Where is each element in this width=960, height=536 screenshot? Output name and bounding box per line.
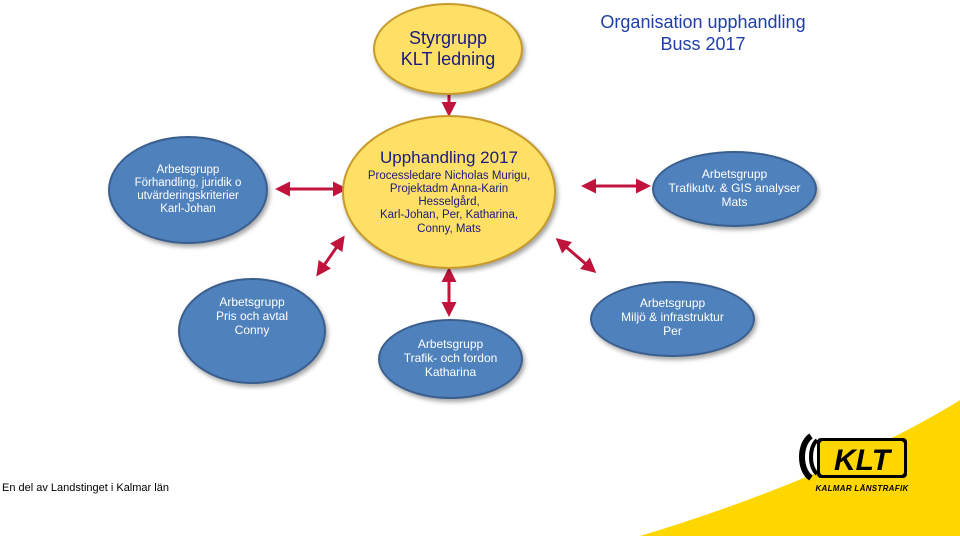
arrow-center-pris [316, 235, 345, 277]
group-line: Förhandling, juridik o [134, 176, 242, 189]
arrow-center-miljo [555, 238, 597, 273]
group-line: Mats [721, 194, 748, 209]
group-line: utvärderingskriterier [137, 190, 239, 202]
group-line: Trafikutv. & GIS analyser [668, 181, 801, 196]
arbetsgrupp-trafikutv-oval: Arbetsgrupp Trafikutv. & GIS analyser Ma… [652, 151, 817, 227]
arbetsgrupp-forhandling-oval: Arbetsgrupp Förhandling, juridik o utvär… [108, 136, 268, 244]
group-line: Miljö & infrastruktur [621, 309, 724, 324]
group-line: Katharina [424, 364, 477, 379]
klt-logo-subtitle: KALMAR LÄNSTRAFIK [815, 484, 909, 493]
klt-logo: KLT [799, 433, 907, 481]
styrgrupp-oval: Styrgrupp KLT ledning [373, 3, 523, 95]
group-line: Arbetsgrupp [701, 167, 768, 182]
styrgrupp-line1: Styrgrupp [408, 28, 488, 49]
styrgrupp-line2: KLT ledning [400, 49, 496, 69]
klt-logo-wordmark: KLT [799, 433, 907, 481]
center-line: Karl-Johan, Per, Katharina, [379, 209, 519, 222]
group-line: Conny [234, 322, 270, 337]
group-line: Per [663, 323, 682, 338]
center-line: Conny, Mats [417, 222, 481, 235]
arbetsgrupp-pris-oval: Arbetsgrupp Pris och avtal Conny [178, 278, 326, 384]
klt-logo-text: KLT [834, 444, 893, 477]
group-line: Pris och avtal [215, 308, 289, 323]
yellow-swoosh-decoration [640, 400, 960, 536]
group-line: Arbetsgrupp [639, 296, 706, 310]
group-line: Arbetsgrupp [417, 337, 484, 352]
upphandling-center-oval: Upphandling 2017 Processledare Nicholas … [342, 115, 556, 269]
group-line: Arbetsgrupp [219, 295, 285, 309]
center-line: Processledare Nicholas Murigu, [367, 169, 531, 182]
group-line: Karl-Johan [160, 203, 216, 216]
title-line2: Buss 2017 [660, 33, 746, 54]
arbetsgrupp-fordon-oval: Arbetsgrupp Trafik- och fordon Katharina [378, 319, 523, 399]
diagram-title: Organisation upphandling Buss 2017 [580, 12, 826, 55]
center-heading: Upphandling 2017 [379, 148, 518, 168]
center-line: Hesselgård, [418, 196, 480, 209]
center-line: Projektadm Anna-Karin [389, 182, 509, 195]
footer-text: En del av Landstinget i Kalmar län [2, 482, 169, 494]
title-line1: Organisation upphandling [600, 12, 806, 32]
group-line: Arbetsgrupp [156, 163, 220, 176]
arbetsgrupp-miljo-oval: Arbetsgrupp Miljö & infrastruktur Per [590, 281, 755, 357]
group-line: Trafik- och fordon [403, 351, 498, 366]
